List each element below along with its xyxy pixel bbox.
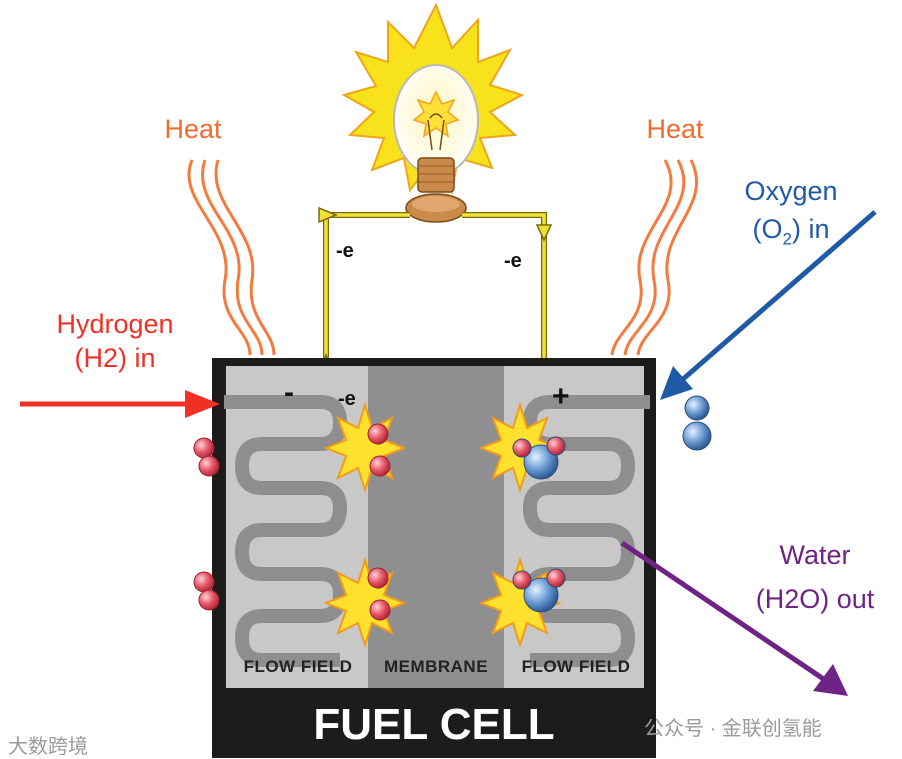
oxygen-label-line1: Oxygen	[744, 176, 838, 206]
anode-minus-sign: -	[284, 376, 294, 409]
flow-field-right-label: FLOW FIELD	[521, 657, 631, 676]
light-bulb-icon	[341, 2, 525, 223]
membrane	[368, 366, 504, 688]
heat-label-right: Heat	[646, 114, 704, 144]
flow-field-left-label: FLOW FIELD	[243, 657, 353, 676]
membrane-label: MEMBRANE	[383, 657, 489, 676]
watermark-bottom-left: 大数跨境	[8, 736, 88, 758]
oxygen-inlet-arrow	[660, 210, 877, 400]
oxygen-label-line2: (O2) in	[752, 214, 830, 249]
heat-waves-right	[610, 159, 699, 356]
hydrogen-inlet-arrow	[20, 390, 220, 418]
electron-label-anode: -e	[338, 388, 356, 410]
water-label-line1: Water	[779, 540, 851, 570]
water-label-line2: (H2O) out	[755, 584, 875, 614]
water-outlet-arrow	[620, 540, 848, 696]
hydrogen-label-line2: (H2) in	[74, 343, 156, 373]
electron-flow-arrows	[318, 206, 553, 371]
serpentine-channel-left	[224, 395, 347, 667]
fuel-cell-title: FUEL CELL	[313, 700, 555, 749]
heat-label-left: Heat	[164, 114, 222, 144]
heat-waves-left	[187, 159, 276, 356]
oxygen-molecule	[682, 395, 712, 451]
cathode-plus-sign: +	[552, 380, 570, 413]
hydrogen-label-line1: Hydrogen	[56, 309, 174, 339]
electron-label-right: -e	[504, 250, 522, 272]
water-molecule	[512, 436, 566, 613]
hydrogen-molecule	[193, 423, 391, 621]
electron-label-left: -e	[336, 240, 354, 262]
watermark-bottom-right: 公众号 · 金联创氢能	[644, 718, 822, 740]
